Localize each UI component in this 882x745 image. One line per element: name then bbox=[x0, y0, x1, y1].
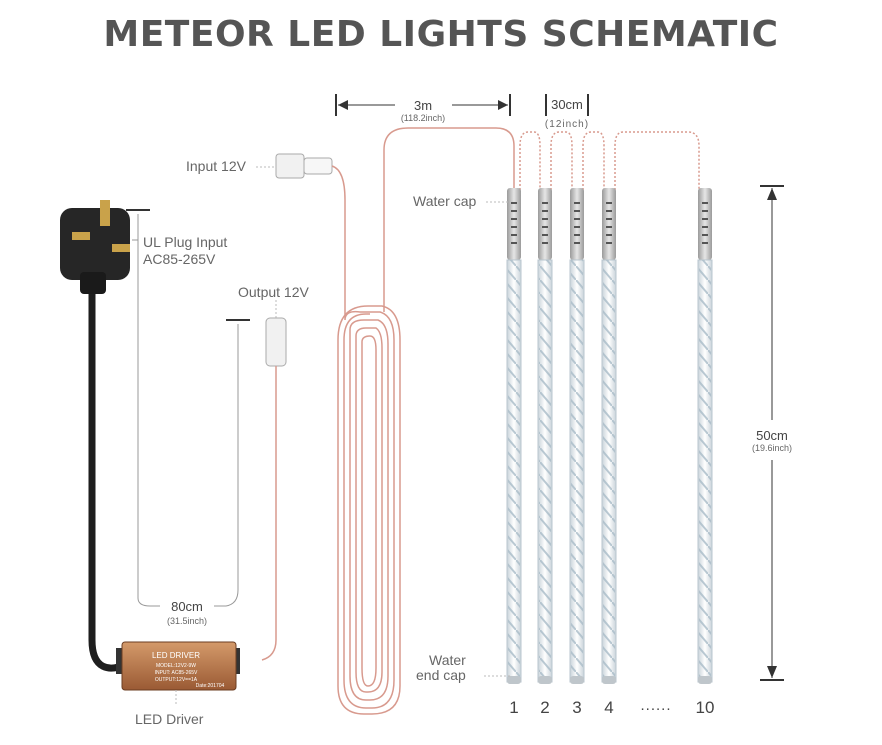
driver-line5: Date:201704 bbox=[196, 683, 225, 689]
driver-line1: LED DRIVER bbox=[152, 651, 200, 660]
plug-pin-left bbox=[72, 232, 90, 240]
cable-length-value: 80cm bbox=[171, 599, 203, 614]
input-label: Input 12V bbox=[186, 158, 247, 174]
water-cap bbox=[507, 188, 521, 260]
water-end-cap-label-line2: end cap bbox=[416, 667, 466, 683]
plug-label-line1: UL Plug Input bbox=[143, 234, 227, 250]
output-label: Output 12V bbox=[238, 284, 309, 300]
water-cap-label: Water cap bbox=[413, 193, 476, 209]
water-end-cap-label-line1: Water bbox=[429, 652, 466, 668]
coiled-lead-wire bbox=[331, 127, 515, 715]
plug-label-line2: AC85-265V bbox=[143, 251, 216, 267]
tube-number-1: 1 bbox=[509, 698, 518, 717]
plug-body bbox=[60, 208, 130, 280]
meteor-tube bbox=[697, 188, 713, 684]
driver-line2: MODEL:12V2-9W bbox=[156, 663, 196, 669]
plug-pin-top bbox=[100, 200, 110, 226]
spacing-value: 30cm bbox=[551, 97, 583, 112]
tube-number-3: 3 bbox=[572, 698, 581, 717]
tube-number-2: 2 bbox=[540, 698, 549, 717]
driver-line3: INPUT: AC85-265V bbox=[155, 670, 198, 676]
meteor-tube bbox=[537, 188, 553, 684]
water-end-cap bbox=[507, 676, 521, 684]
power-cord bbox=[88, 285, 128, 672]
driver-line4: OUTPUT:12V==1A bbox=[155, 677, 198, 683]
water-end-cap bbox=[570, 676, 584, 684]
meteor-tube bbox=[506, 188, 522, 684]
water-cap bbox=[538, 188, 552, 260]
input-connector bbox=[275, 153, 305, 179]
diagram-title: METEOR LED LIGHTS SCHEMATIC bbox=[103, 14, 779, 55]
tube-number-10: 10 bbox=[696, 698, 715, 717]
tube-length-sub: (19.6inch) bbox=[752, 443, 792, 453]
tube-number-ellipsis: ...... bbox=[640, 697, 671, 714]
meteor-tubes bbox=[506, 188, 713, 684]
tube-interconnect-wire bbox=[519, 131, 700, 190]
meteor-tube bbox=[601, 188, 617, 684]
water-cap bbox=[602, 188, 616, 260]
lead-length-value: 3m bbox=[414, 98, 432, 113]
led-driver-box: LED DRIVER MODEL:12V2-9W INPUT: AC85-265… bbox=[116, 641, 240, 691]
tube-length-value: 50cm bbox=[756, 428, 788, 443]
output-wire bbox=[261, 366, 277, 661]
driver-label: LED Driver bbox=[135, 711, 204, 727]
water-end-cap bbox=[538, 676, 552, 684]
tube-number-4: 4 bbox=[604, 698, 613, 717]
water-end-cap bbox=[698, 676, 712, 684]
plug bbox=[60, 200, 130, 672]
cable-length-sub: (31.5inch) bbox=[167, 616, 207, 626]
output-connector bbox=[265, 317, 287, 367]
water-cap bbox=[570, 188, 584, 260]
plug-pin-right bbox=[112, 244, 130, 252]
spacing-sub: (12inch) bbox=[545, 119, 589, 130]
water-cap bbox=[698, 188, 712, 260]
meteor-tube bbox=[569, 188, 585, 684]
water-end-cap bbox=[602, 676, 616, 684]
lead-length-sub: (118.2inch) bbox=[401, 113, 445, 123]
